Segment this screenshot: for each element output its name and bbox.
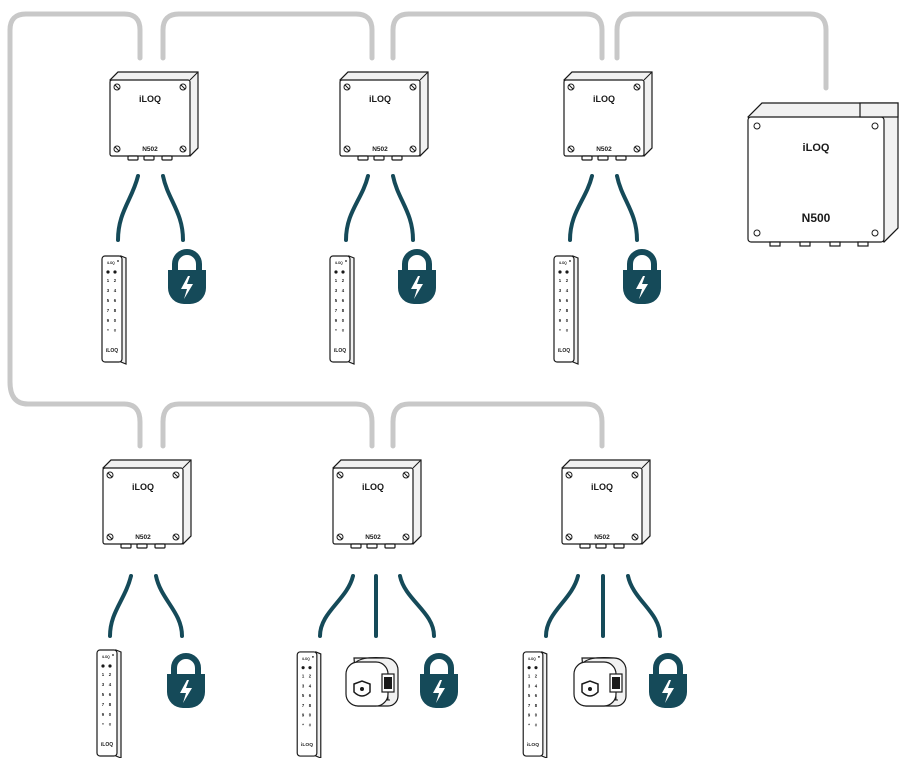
- electric-lock-icon: [649, 656, 687, 708]
- unit-1-logo: iLOQ: [139, 94, 161, 104]
- unit-3-cables: [568, 174, 639, 242]
- network-unit-4: iLOQ N502: [102, 459, 192, 549]
- n500-model-label: N500: [802, 211, 831, 225]
- electric-lock-icon: [398, 252, 436, 304]
- unit-4-logo: iLOQ: [132, 482, 154, 492]
- network-unit-2: iLOQ N502: [339, 71, 429, 161]
- unit-1-model-label: N502: [142, 146, 158, 153]
- network-unit-5: iLOQ N502: [332, 459, 422, 549]
- keypad-icon: [329, 255, 355, 365]
- unit-5-logo: iLOQ: [362, 482, 384, 492]
- cylinder-lock-icon: [573, 656, 627, 707]
- unit-5-cables: [318, 574, 436, 638]
- unit-6-logo: iLOQ: [591, 482, 613, 492]
- network-unit-6: iLOQ N502: [561, 459, 651, 549]
- unit-6-cables: [544, 574, 662, 638]
- keypad-icon: [101, 255, 127, 365]
- keypad-icon: [96, 649, 122, 758]
- keypad-icon: [522, 651, 548, 758]
- central-unit-n500: iLOQ N500: [747, 102, 899, 247]
- unit-3-logo: iLOQ: [593, 94, 615, 104]
- unit-4-model-label: N502: [135, 534, 151, 541]
- electric-lock-icon: [420, 656, 458, 708]
- unit-2-model-label: N502: [372, 146, 388, 153]
- unit-3-model-label: N502: [596, 146, 612, 153]
- n500-logo: iLOQ: [803, 142, 830, 154]
- unit-4-cables: [108, 574, 184, 638]
- electric-lock-icon: [623, 252, 661, 304]
- electric-lock-icon: [167, 656, 205, 708]
- network-unit-3: iLOQ N502: [563, 71, 653, 161]
- unit-2-cables: [344, 174, 415, 242]
- keypad-icon: [296, 651, 322, 758]
- unit-1-cables: [116, 174, 185, 242]
- unit-6-model-label: N502: [594, 534, 610, 541]
- unit-2-logo: iLOQ: [369, 94, 391, 104]
- bus-wiring: [7, 11, 829, 449]
- electric-lock-icon: [168, 252, 206, 304]
- unit-5-model-label: N502: [365, 534, 381, 541]
- cylinder-lock-icon: [345, 656, 399, 707]
- keypad-icon: [553, 255, 579, 365]
- network-unit-1: iLOQ N502: [109, 71, 199, 161]
